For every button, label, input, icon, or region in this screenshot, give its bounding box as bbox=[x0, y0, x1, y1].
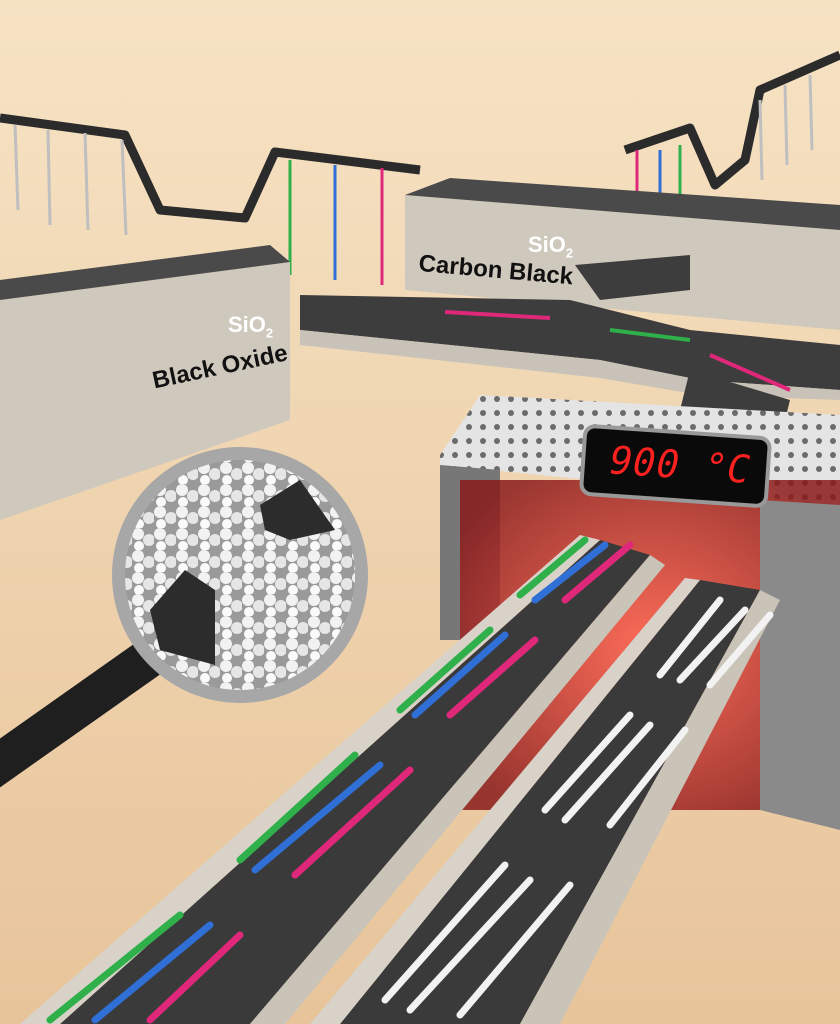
particle-closeup bbox=[125, 460, 355, 690]
colored-cutlery bbox=[46, 536, 634, 1024]
upper-conveyor-belt bbox=[300, 255, 840, 440]
white-cutlery bbox=[381, 596, 774, 1019]
black-oxide-formula: SiO2 bbox=[228, 312, 274, 341]
magnifying-glass bbox=[0, 447, 368, 788]
temperature-display bbox=[579, 424, 772, 508]
overhead-rail-left bbox=[0, 113, 421, 223]
overhead-rail-right bbox=[623, 50, 840, 190]
carbon-black-formula: SiO2 bbox=[528, 232, 574, 261]
black-oxide-tank bbox=[0, 245, 290, 520]
